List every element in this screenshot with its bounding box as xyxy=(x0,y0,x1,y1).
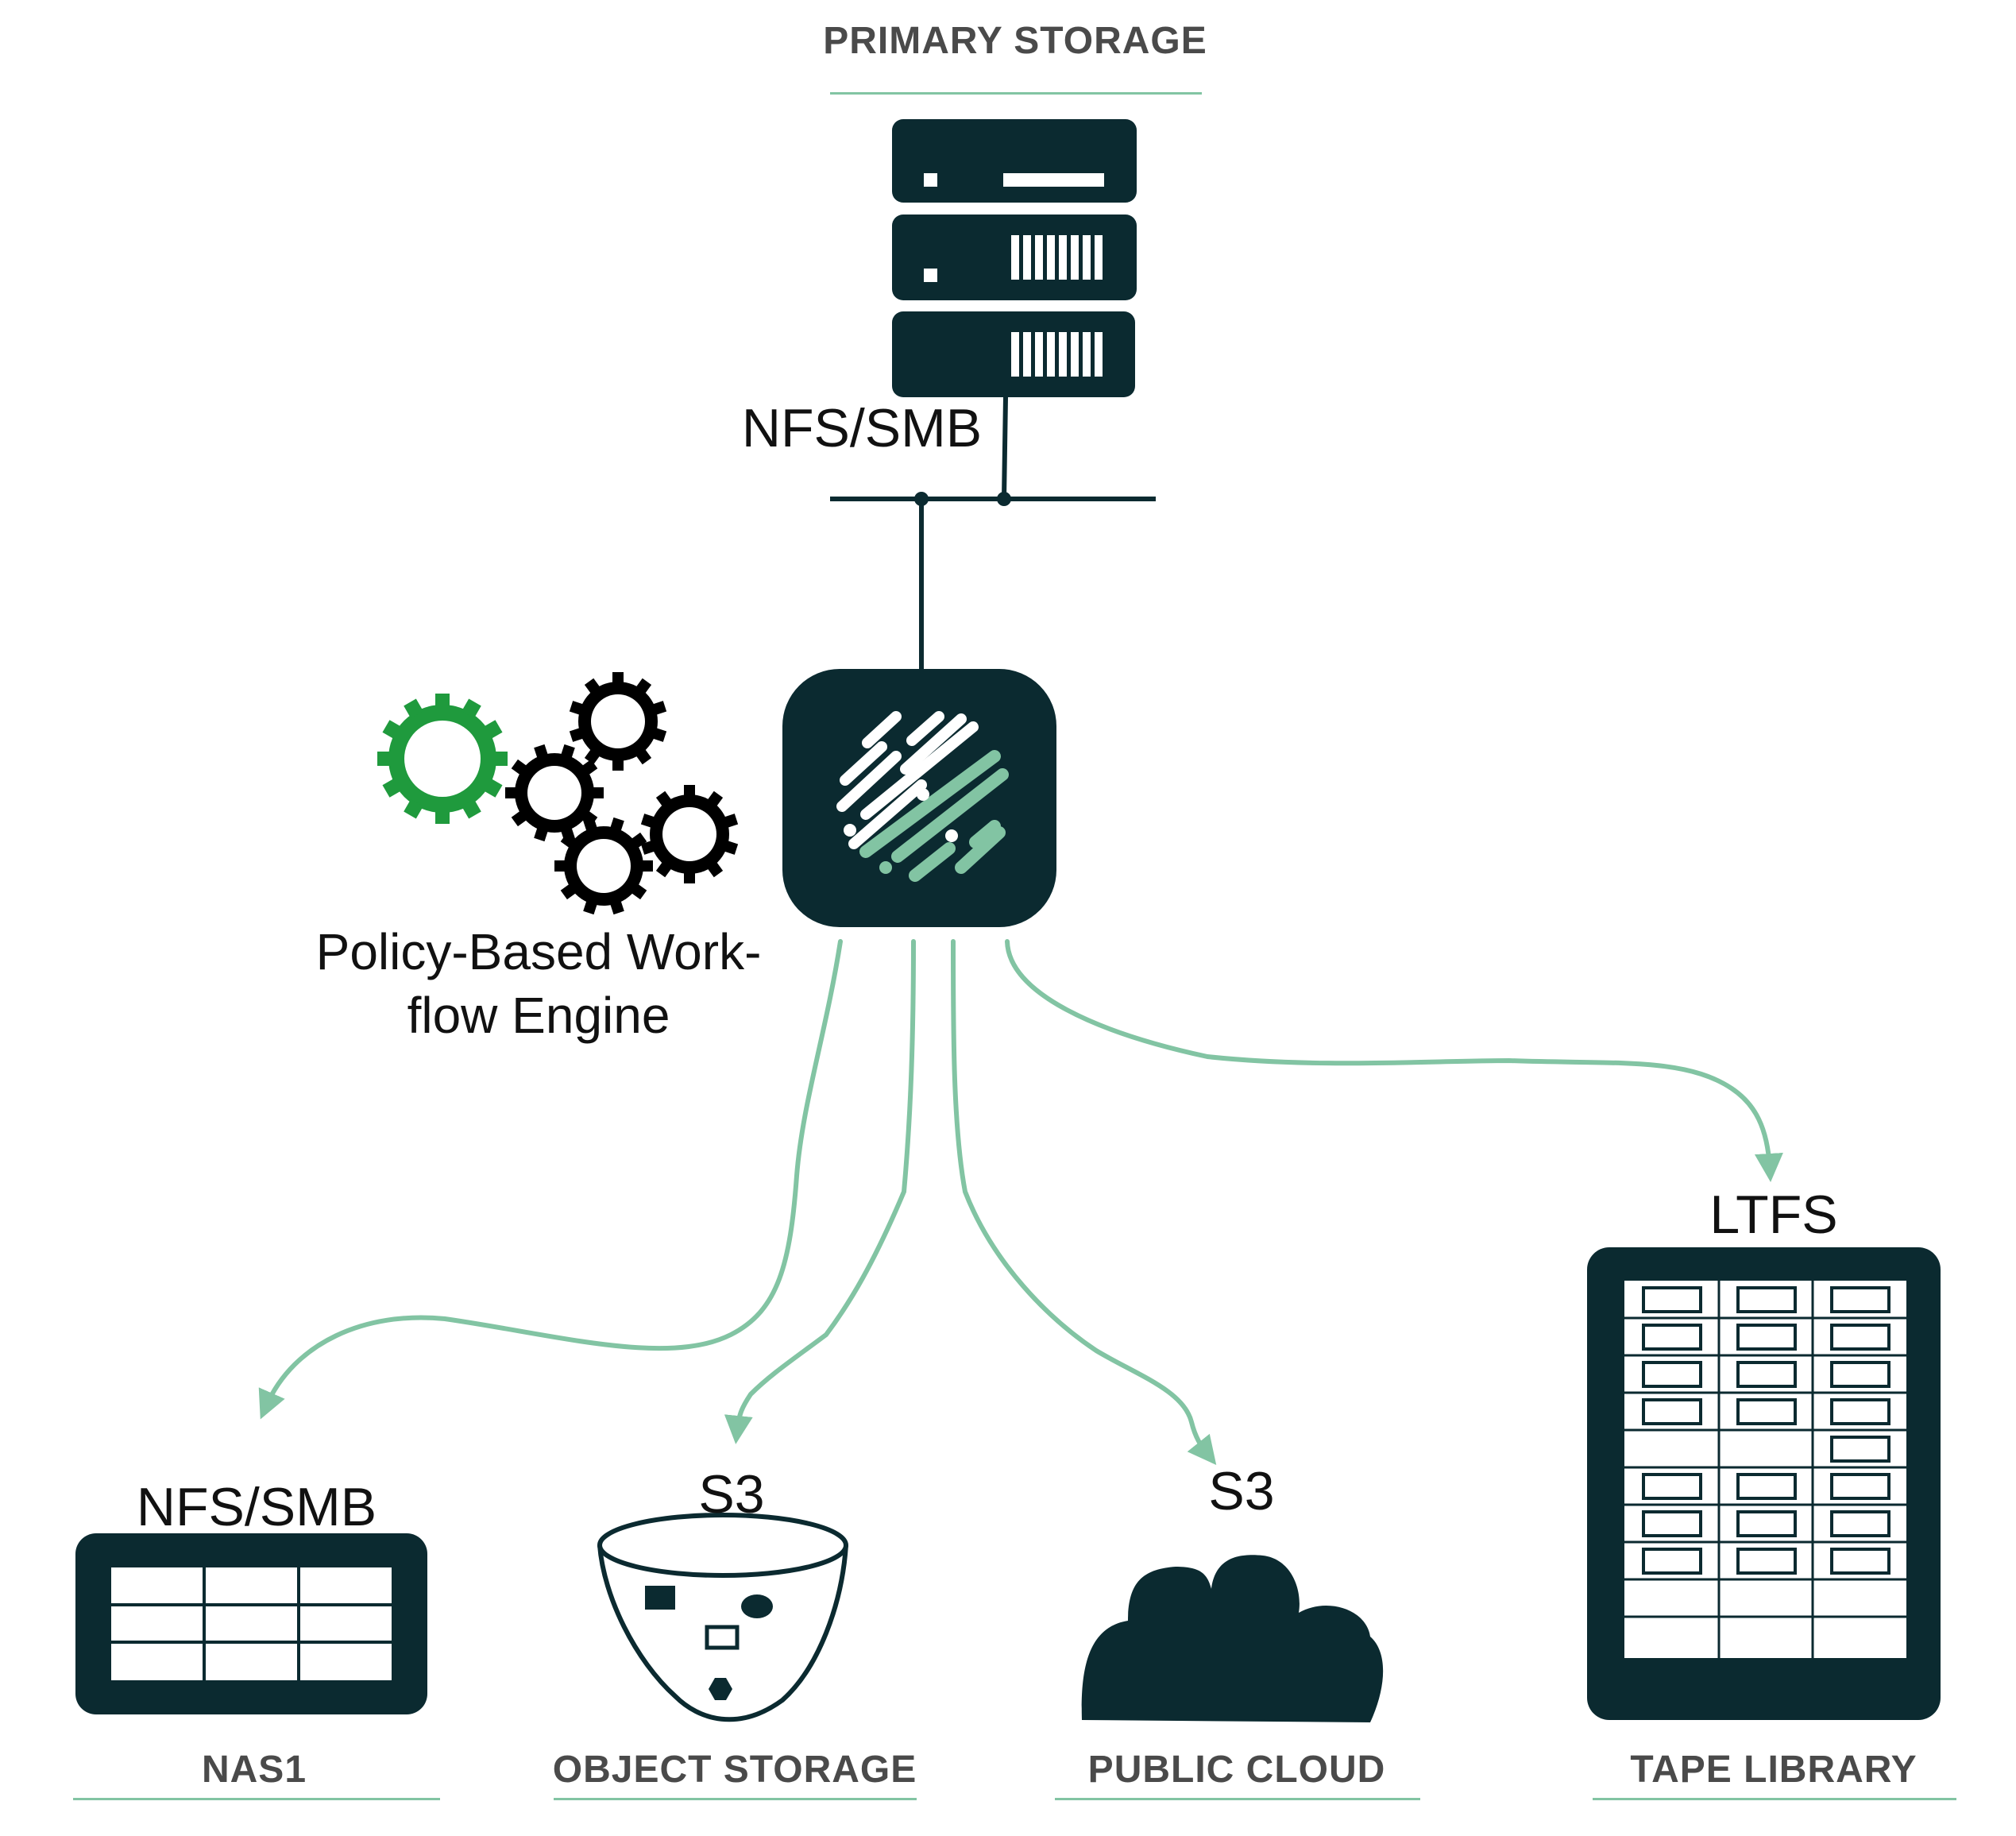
server-drive-bays-2 xyxy=(1011,235,1103,280)
gear-black-1 xyxy=(569,672,667,771)
arrow-to-nas xyxy=(258,939,843,1420)
gear-black-2 xyxy=(505,744,604,842)
stripes-logo-icon xyxy=(836,711,1009,882)
server-slot-bar xyxy=(1003,173,1104,187)
cloud-underline xyxy=(1055,1798,1420,1800)
primary-protocol-label: NFS/SMB xyxy=(741,398,983,458)
network-bus xyxy=(830,396,1156,671)
gear-green xyxy=(377,694,508,824)
cloud-icon xyxy=(1081,1555,1384,1722)
tape-library-icon xyxy=(1587,1247,1941,1720)
tape-protocol-label: LTFS xyxy=(1709,1185,1838,1245)
server-led-1 xyxy=(924,173,937,187)
bus-junction-1 xyxy=(914,492,929,506)
cloud-protocol-label: S3 xyxy=(1208,1461,1275,1521)
gear-black-3 xyxy=(640,785,739,883)
nas-grid-icon xyxy=(75,1533,427,1714)
primary-storage-title: PRIMARY STORAGE xyxy=(823,20,1207,62)
flow-arrows xyxy=(258,939,1783,1466)
bucket-icon xyxy=(597,1513,848,1722)
server-rack-icon xyxy=(892,119,1137,397)
tape-cartridges xyxy=(1642,1286,1890,1575)
object-underline xyxy=(554,1798,917,1800)
arrow-to-object xyxy=(724,939,916,1444)
object-storage-title: OBJECT STORAGE xyxy=(552,1749,917,1791)
nas-underline xyxy=(73,1798,440,1800)
nas-protocol-label: NFS/SMB xyxy=(136,1477,377,1537)
server-drive-bays-3 xyxy=(1011,332,1103,377)
bus-junction-2 xyxy=(997,492,1011,506)
primary-underline xyxy=(830,92,1202,95)
tape-underline xyxy=(1593,1798,1956,1800)
server-unit-1 xyxy=(892,119,1137,203)
engine-label-line2: flow Engine xyxy=(407,987,670,1044)
arrow-to-cloud xyxy=(951,939,1217,1466)
hub-node xyxy=(782,669,1056,927)
gear-black-4 xyxy=(554,817,653,915)
engine-label-line1: Policy-Based Work- xyxy=(315,923,762,980)
arrow-to-tape xyxy=(1005,939,1783,1182)
object-protocol-label: S3 xyxy=(698,1464,765,1525)
tape-library-title: TAPE LIBRARY xyxy=(1630,1749,1918,1791)
server-led-2 xyxy=(924,269,937,282)
nas-title: NAS1 xyxy=(201,1749,307,1791)
public-cloud-title: PUBLIC CLOUD xyxy=(1087,1749,1386,1791)
gears-icon xyxy=(377,672,739,915)
